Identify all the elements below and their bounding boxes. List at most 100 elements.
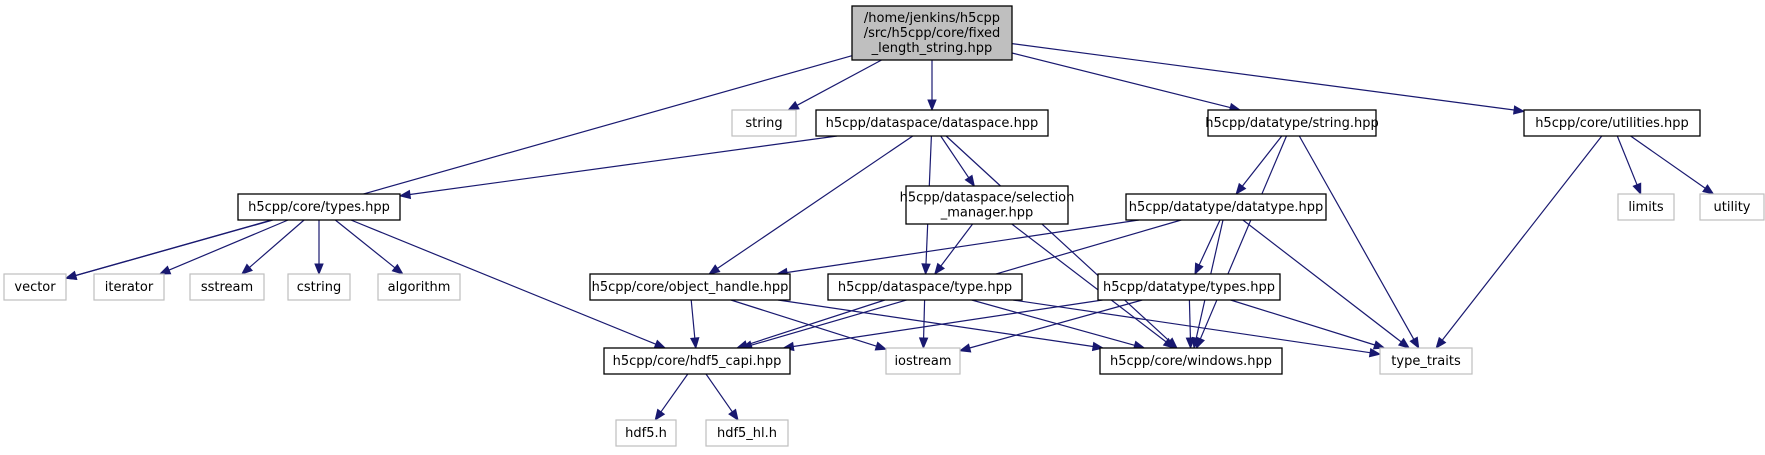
edge-arrowhead xyxy=(874,341,888,351)
edge-line xyxy=(969,299,1143,349)
edge-coretypes-to-algorithm xyxy=(334,219,404,275)
edge-line xyxy=(940,135,970,179)
edge-dstype-to-windows xyxy=(971,299,1146,350)
node-box xyxy=(1207,109,1377,137)
edge-line xyxy=(1011,52,1231,109)
edge-arrowhead xyxy=(391,263,404,275)
node-iostream: iostream xyxy=(885,347,961,375)
node-label: h5cpp/dataspace/selection xyxy=(900,191,1075,206)
edge-arrowhead xyxy=(1368,347,1382,358)
edge-line xyxy=(746,299,886,346)
edge-objhandle-to-capi xyxy=(690,299,700,350)
edge-dttypes-to-windows xyxy=(1185,299,1196,350)
node-windows[interactable]: h5cpp/core/windows.hpp xyxy=(1099,347,1283,375)
node-utilities[interactable]: h5cpp/core/utilities.hpp xyxy=(1523,109,1701,137)
edge-dtstring-to-typetraits xyxy=(1298,135,1420,350)
edge-line xyxy=(1298,135,1415,340)
node-box xyxy=(589,273,791,301)
edge-arrowhead xyxy=(787,100,800,111)
node-box xyxy=(3,273,67,301)
node-label: cstring xyxy=(297,280,341,295)
edge-arrowhead xyxy=(918,337,929,350)
edge-datatype-to-typetraits xyxy=(1242,219,1411,349)
edge-arrowhead xyxy=(1435,336,1447,350)
edge-line xyxy=(793,299,1103,348)
node-box xyxy=(905,185,1069,225)
edge-arrowhead xyxy=(240,263,253,275)
node-box xyxy=(1699,193,1765,221)
node-box xyxy=(731,109,797,137)
edge-line xyxy=(786,219,1139,274)
edge-arrowhead xyxy=(314,263,324,276)
node-coretypes[interactable]: h5cpp/core/types.hpp xyxy=(237,193,401,221)
node-label: hdf5.h xyxy=(625,426,667,441)
node-algorithm: algorithm xyxy=(377,273,461,301)
edge-capi-to-hdf5h xyxy=(654,373,689,422)
edge-arrowhead xyxy=(398,189,412,200)
node-box xyxy=(1523,109,1701,137)
node-vector: vector xyxy=(3,273,67,301)
edge-arrowhead xyxy=(728,408,739,422)
node-dataspace[interactable]: h5cpp/dataspace/dataspace.hpp xyxy=(815,109,1049,137)
edge-arrowhead xyxy=(654,408,666,422)
node-string: string xyxy=(731,109,797,137)
node-label: type_traits xyxy=(1391,354,1461,369)
node-dstype[interactable]: h5cpp/dataspace/type.hpp xyxy=(827,273,1023,301)
node-objhandle[interactable]: h5cpp/core/object_handle.hpp xyxy=(589,273,791,301)
node-selmgr[interactable]: h5cpp/dataspace/selection_manager.hpp xyxy=(900,185,1075,225)
node-label: sstream xyxy=(201,280,253,295)
edge-arrowhead xyxy=(1191,336,1201,350)
edge-line xyxy=(1230,299,1375,346)
edge-line xyxy=(1630,135,1706,189)
edge-dataspace-to-selmgr xyxy=(940,135,976,188)
edge-dttypes-to-typetraits xyxy=(1230,299,1386,350)
edge-line xyxy=(1011,223,1167,343)
edge-objhandle-to-iostream xyxy=(730,299,888,351)
edge-line xyxy=(945,135,1170,342)
edge-coretypes-to-cstring xyxy=(314,219,324,276)
node-label: _manager.hpp xyxy=(940,206,1034,221)
edge-line xyxy=(971,299,1135,346)
node-datatype[interactable]: h5cpp/datatype/datatype.hpp xyxy=(1125,193,1327,221)
node-root[interactable]: /home/jenkins/h5cpp/src/h5cpp/core/fixed… xyxy=(851,5,1013,61)
node-box xyxy=(237,193,401,221)
node-label: h5cpp/core/object_handle.hpp xyxy=(592,280,789,295)
edge-selmgr-to-dstype xyxy=(933,223,974,276)
node-hdf5hl: hdf5_hl.h xyxy=(705,419,789,447)
node-cstring: cstring xyxy=(287,273,351,301)
edge-arrowhead xyxy=(921,263,931,276)
node-box xyxy=(815,109,1049,137)
node-dtstring[interactable]: h5cpp/datatype/string.hpp xyxy=(1205,109,1379,137)
node-capi[interactable]: h5cpp/core/hdf5_capi.hpp xyxy=(603,347,791,375)
edge-root-to-utilities xyxy=(1011,43,1526,115)
edge-coretypes-to-sstream xyxy=(240,219,305,275)
node-box xyxy=(851,5,1013,61)
node-label: string xyxy=(745,116,782,131)
edge-arrowhead xyxy=(64,270,78,280)
edge-arrowhead xyxy=(1632,182,1642,196)
edge-line xyxy=(249,219,305,268)
edge-line xyxy=(730,299,877,347)
node-box xyxy=(1099,347,1283,375)
node-box xyxy=(885,347,961,375)
edge-dataspace-to-objhandle xyxy=(708,135,914,275)
edge-line xyxy=(717,135,914,269)
nodes-layer: /home/jenkins/h5cpp/src/h5cpp/core/fixed… xyxy=(3,5,1765,447)
edge-dttypes-to-iostream xyxy=(958,299,1143,353)
node-label: /home/jenkins/h5cpp xyxy=(864,11,1000,26)
edge-coretypes-to-iterator xyxy=(158,219,289,275)
node-box xyxy=(1097,273,1281,301)
node-label: h5cpp/dataspace/dataspace.hpp xyxy=(826,116,1039,131)
edge-line xyxy=(1616,135,1638,185)
node-label: h5cpp/dataspace/type.hpp xyxy=(838,280,1012,295)
edge-line xyxy=(660,373,689,413)
edge-line xyxy=(923,299,926,339)
edge-utilities-to-utility xyxy=(1630,135,1715,195)
node-dttypes[interactable]: h5cpp/datatype/types.hpp xyxy=(1097,273,1281,301)
node-label: h5cpp/datatype/types.hpp xyxy=(1103,280,1275,295)
node-iterator: iterator xyxy=(93,273,165,301)
node-box xyxy=(705,419,789,447)
edge-arrowhead xyxy=(1513,105,1526,115)
edge-line xyxy=(334,219,396,269)
